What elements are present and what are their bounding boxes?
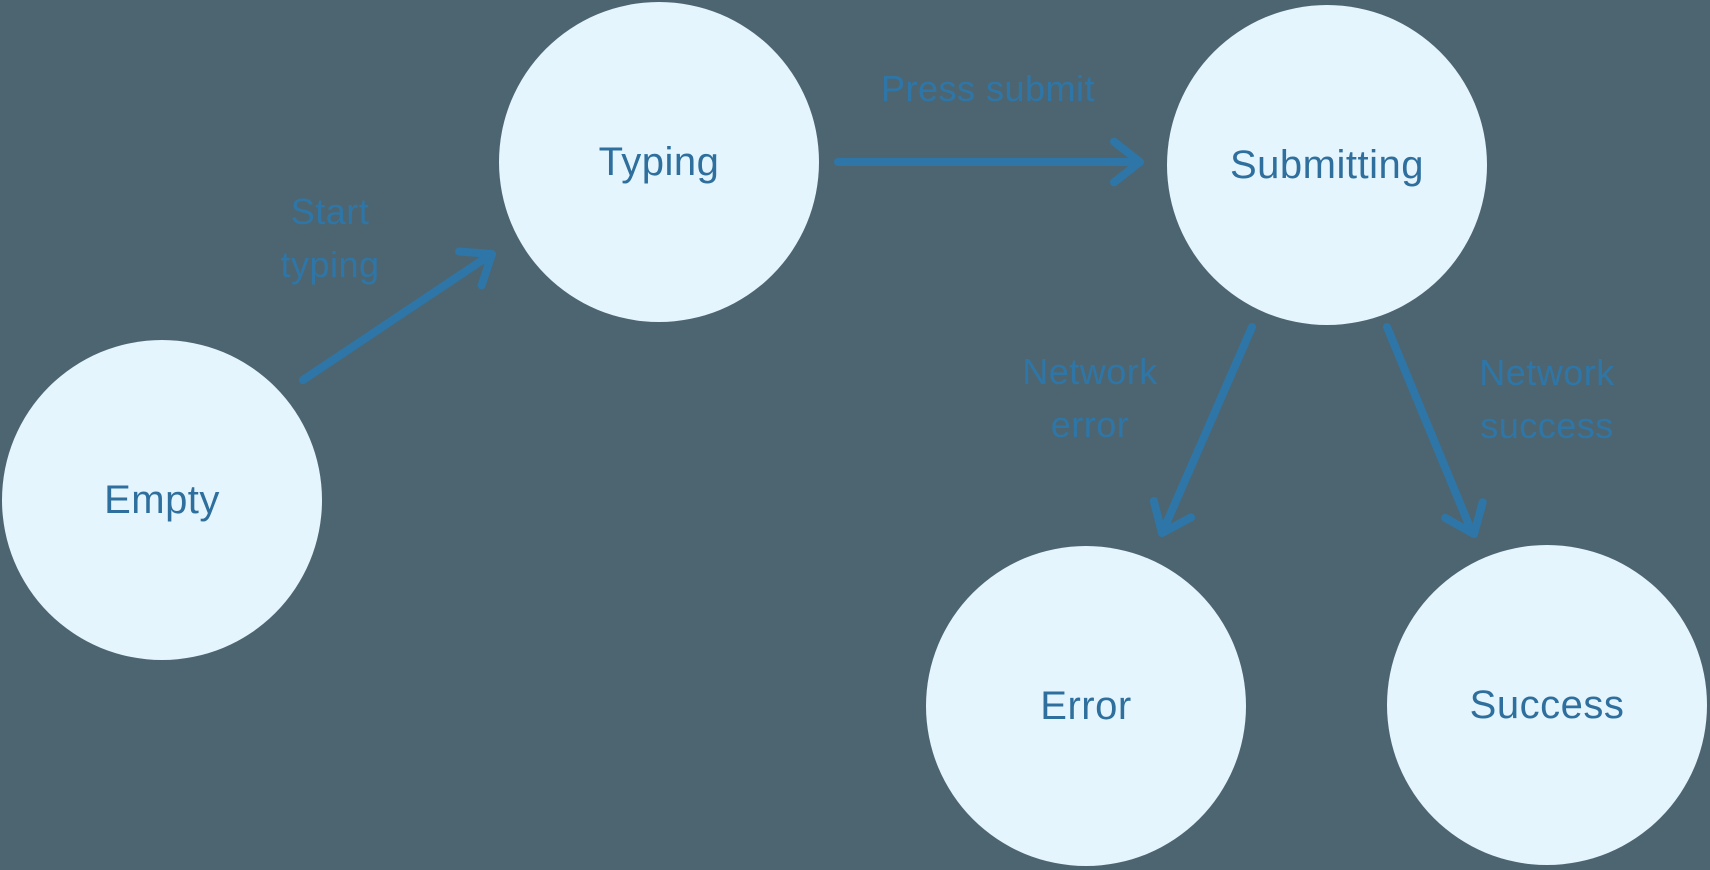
state-node-typing: Typing xyxy=(499,2,819,322)
arrow-typing-to-submitting xyxy=(834,137,1144,187)
state-node-submitting: Submitting xyxy=(1167,5,1487,325)
edge-label-line: Network xyxy=(1479,352,1615,393)
state-label-submitting: Submitting xyxy=(1230,142,1424,187)
state-label-error: Error xyxy=(1040,683,1132,728)
edge-label-line: Network xyxy=(1022,351,1158,392)
edge-label-network-error: Network error xyxy=(940,345,1240,451)
state-label-empty: Empty xyxy=(104,477,220,522)
state-node-success: Success xyxy=(1387,545,1707,865)
state-label-success: Success xyxy=(1469,682,1625,727)
edge-label-start-typing: Start typing xyxy=(180,185,480,291)
edge-label-line: success xyxy=(1480,405,1614,446)
edge-label-line: typing xyxy=(280,244,380,285)
edge-label-line: error xyxy=(1050,404,1130,445)
edge-label-press-submit: Press submit xyxy=(838,62,1138,115)
state-label-typing: Typing xyxy=(598,139,720,184)
state-node-error: Error xyxy=(926,546,1246,866)
edge-label-line: Start xyxy=(290,191,370,232)
edge-label-line: Press submit xyxy=(880,68,1096,109)
state-node-empty: Empty xyxy=(2,340,322,660)
edge-label-network-success: Network success xyxy=(1397,346,1697,452)
